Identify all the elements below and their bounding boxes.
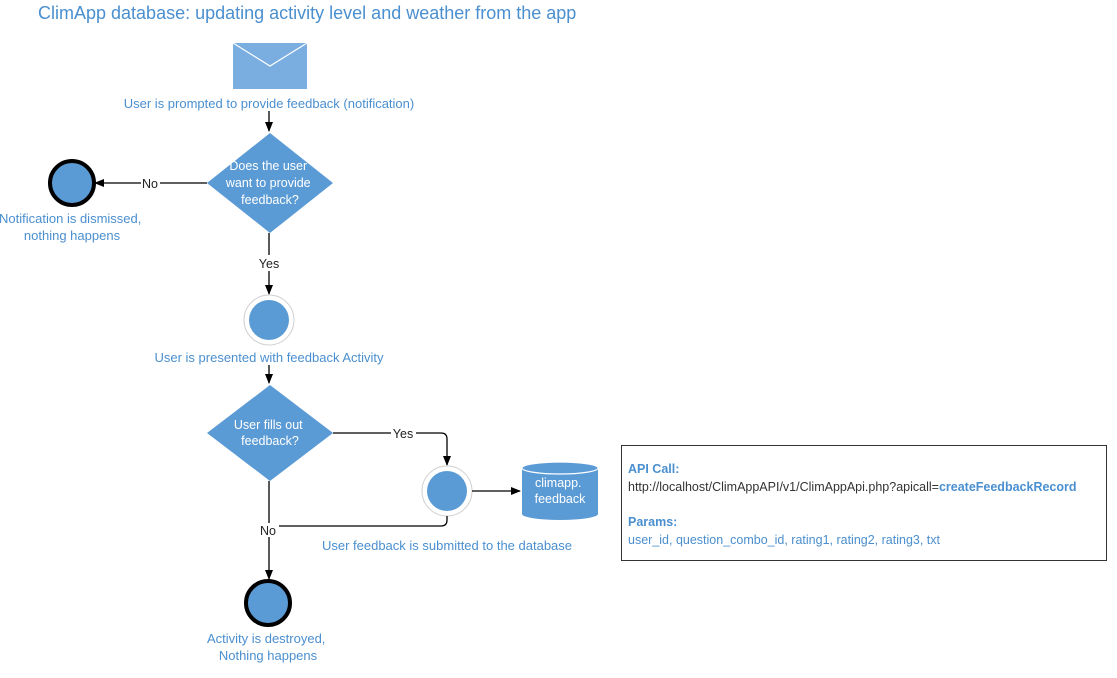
database-icon [521, 461, 599, 520]
edge-no-destroyed-label: No [260, 524, 276, 538]
edge-yes-submit [333, 432, 451, 466]
api-url: http://localhost/ClimAppAPI/v1/ClimAppAp… [628, 478, 1100, 496]
decision-fills-out-feedback-label: User fills out feedback? [234, 418, 306, 448]
activity-node [249, 300, 289, 340]
envelope-icon [232, 42, 308, 89]
api-url-call: createFeedbackRecord [938, 480, 1077, 494]
destroyed-label: Activity is destroyed, Nothing happens [207, 631, 329, 663]
api-url-prefix: http://localhost/ClimAppAPI/v1/ClimAppAp… [628, 480, 939, 494]
database-label: climapp. feedback [535, 476, 586, 506]
edge-yes-submit-label: Yes [393, 427, 413, 441]
submit-node [427, 471, 467, 511]
api-params: user_id, question_combo_id, rating1, rat… [628, 533, 940, 547]
api-info-box: API Call: http://localhost/ClimAppAPI/v1… [621, 445, 1107, 561]
end-node-dismissed [48, 159, 96, 207]
edge-no-label: No [142, 177, 158, 191]
edge-submit-return [269, 516, 448, 527]
api-params-heading: Params: [628, 515, 678, 529]
decision-fills-out-feedback [207, 385, 333, 481]
diagram-title: ClimApp database: updating activity leve… [38, 3, 576, 23]
decision-provide-feedback-label: Does the user want to provide feedback? [225, 159, 314, 207]
decision-provide-feedback [207, 133, 333, 233]
end-node-destroyed [244, 579, 292, 627]
dismissed-label: Notification is dismissed, nothing happe… [0, 211, 145, 243]
notification-label: User is prompted to provide feedback (no… [124, 96, 414, 111]
submitted-label: User feedback is submitted to the databa… [322, 538, 572, 553]
api-call-heading: API Call: [628, 462, 680, 476]
edge-yes-label: Yes [259, 257, 279, 271]
activity-label: User is presented with feedback Activity [154, 350, 384, 365]
